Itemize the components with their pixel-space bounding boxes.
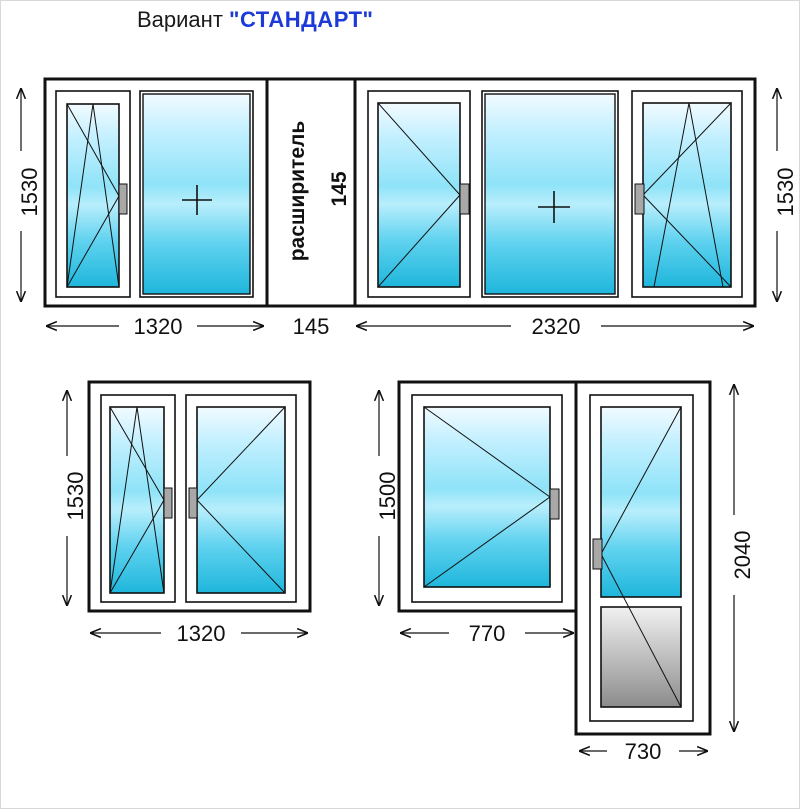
expander-profile: расширитель 145 (265, 77, 357, 308)
top-left-window (43, 77, 269, 308)
balcony-dimensions: 1500 770 2040 730 (367, 385, 755, 764)
handle-icon (592, 538, 603, 570)
diagram-title: Вариант "СТАНДАРТ" (137, 7, 373, 33)
opening-lines (600, 406, 682, 708)
label-backdrop (449, 620, 525, 646)
handle-icon (163, 487, 173, 519)
title-variant: "СТАНДАРТ" (229, 7, 374, 32)
handle-icon (634, 183, 645, 215)
door-panel (600, 606, 682, 708)
label-backdrop (765, 151, 791, 231)
expander-value: 145 (328, 171, 351, 206)
bottom-left-height: 1530 (63, 472, 88, 521)
glass-pane (377, 102, 461, 288)
title-prefix: Вариант (137, 7, 223, 32)
balcony-door-height: 2040 (730, 531, 755, 580)
label-backdrop (9, 151, 35, 231)
label-backdrop (119, 313, 197, 339)
glass-pane (423, 406, 551, 588)
handle-icon (188, 487, 198, 519)
handle-icon (118, 183, 128, 215)
balcony-window-height: 1500 (375, 472, 400, 521)
balcony-window-width: 770 (469, 621, 506, 646)
handle-icon (549, 488, 560, 520)
opening-lines (423, 406, 551, 588)
label-backdrop (367, 456, 393, 536)
top-right-height: 1530 (773, 168, 798, 217)
balcony-door (574, 380, 712, 736)
balcony-door-width: 730 (625, 739, 662, 764)
label-backdrop (722, 515, 748, 595)
top-right-window (353, 77, 757, 308)
opening-lines (66, 103, 120, 288)
bottom-left-window (87, 380, 312, 613)
top-left-height: 1530 (17, 168, 42, 217)
label-backdrop (161, 620, 241, 646)
expander-width: 145 (293, 314, 330, 339)
fixed-cross-icon (182, 185, 212, 215)
top-right-width: 2320 (532, 314, 581, 339)
glass-pane (196, 406, 286, 594)
opening-lines (196, 406, 286, 594)
label-backdrop (607, 738, 679, 764)
opening-lines (377, 102, 461, 288)
glass-pane (600, 406, 682, 598)
bottom-left-dimensions: 1530 1320 (55, 391, 307, 646)
glass-pane (484, 93, 616, 295)
label-backdrop (511, 313, 601, 339)
expander-frame (265, 77, 357, 308)
fixed-cross-icon (538, 191, 570, 223)
expander-label: расширитель (286, 121, 309, 262)
glass-pane (66, 103, 120, 288)
bottom-left-width: 1320 (177, 621, 226, 646)
top-left-width: 1320 (134, 314, 183, 339)
opening-lines (109, 406, 165, 594)
handle-icon (459, 183, 470, 215)
label-backdrop (55, 456, 81, 536)
opening-lines (642, 102, 732, 288)
top-row-dimensions: 1530 1530 1320 145 2320 (9, 89, 798, 339)
glass-pane (642, 102, 732, 288)
glass-pane (109, 406, 165, 594)
balcony-window (397, 380, 578, 613)
